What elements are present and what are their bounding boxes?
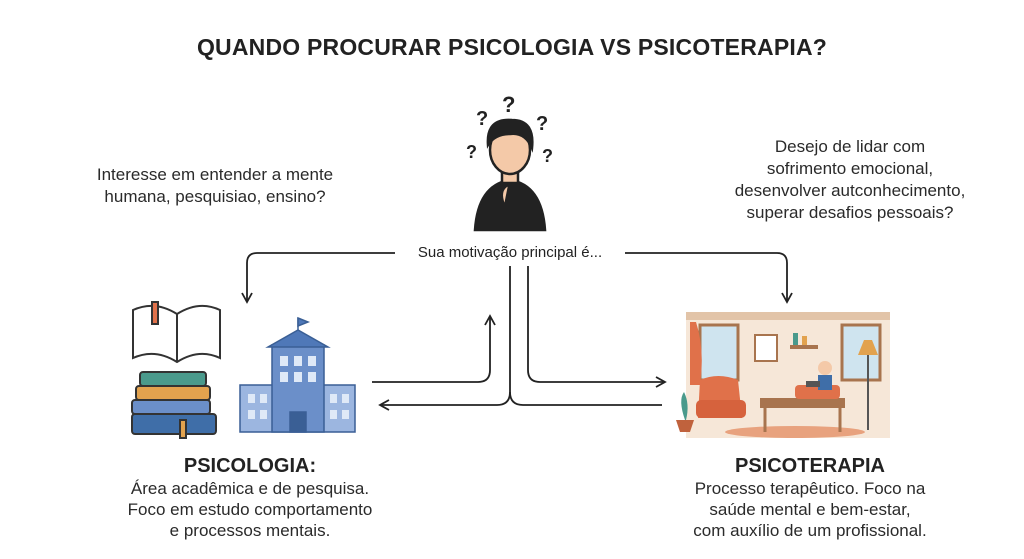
description-line: saúde mental e bem-estar,: [709, 500, 911, 519]
psicoterapia-title: PSICOTERAPIA: [734, 455, 886, 477]
svg-text:?: ?: [542, 146, 553, 166]
question-line: desenvolver autconhecimento,: [734, 181, 966, 200]
flow-arrows: [241, 252, 793, 411]
university-building-icon: [239, 316, 356, 433]
center-stem-right: [509, 391, 662, 406]
svg-text:?: ?: [536, 113, 548, 135]
psicologia-question: Interesse em entender a mente humana, pe…: [70, 164, 360, 208]
question-line: Interesse em entender a mente: [96, 165, 334, 184]
question-line: sofrimento emocional,: [766, 159, 934, 178]
therapy-room-icon: [676, 312, 890, 438]
svg-text:?: ?: [476, 108, 488, 130]
question-line: superar desafios pessoais?: [746, 203, 954, 222]
book-stack-icon: [131, 301, 221, 439]
psicoterapia-question: Desejo de lidar com sofrimento emocional…: [720, 136, 980, 224]
description-line: Área acadêmica e de pesquisa.: [130, 479, 370, 498]
psicologia-label: PSICOLOGIA: Área acadêmica e de pesquisa…: [100, 455, 400, 541]
svg-text:?: ?: [466, 142, 477, 162]
description-line: com auxílio de um profissional.: [693, 521, 927, 540]
svg-text:?: ?: [502, 92, 515, 117]
description-line: e processos mentais.: [169, 521, 331, 540]
arrow-right: [527, 266, 667, 388]
psicologia-title: PSICOLOGIA:: [183, 455, 317, 477]
arrow-to-psicologia: [241, 252, 400, 304]
psicoterapia-label: PSICOTERAPIA Processo terapêutico. Foco …: [660, 455, 960, 541]
arrow-up: [372, 314, 496, 383]
description-line: Processo terapêutico. Foco na: [694, 479, 926, 498]
page-title: QUANDO PROCURAR PSICOLOGIA VS PSICOTERAP…: [196, 34, 828, 60]
description-line: Foco em estudo comportamento: [127, 500, 373, 519]
confused-person-icon: ? ? ? ? ?: [466, 92, 553, 232]
center-prompt: Sua motivação principal é...: [395, 244, 625, 261]
arrow-to-psicoterapia: [618, 252, 793, 304]
question-line: humana, pesquisiao, ensino?: [104, 187, 326, 206]
question-line: Desejo de lidar com: [774, 137, 926, 156]
